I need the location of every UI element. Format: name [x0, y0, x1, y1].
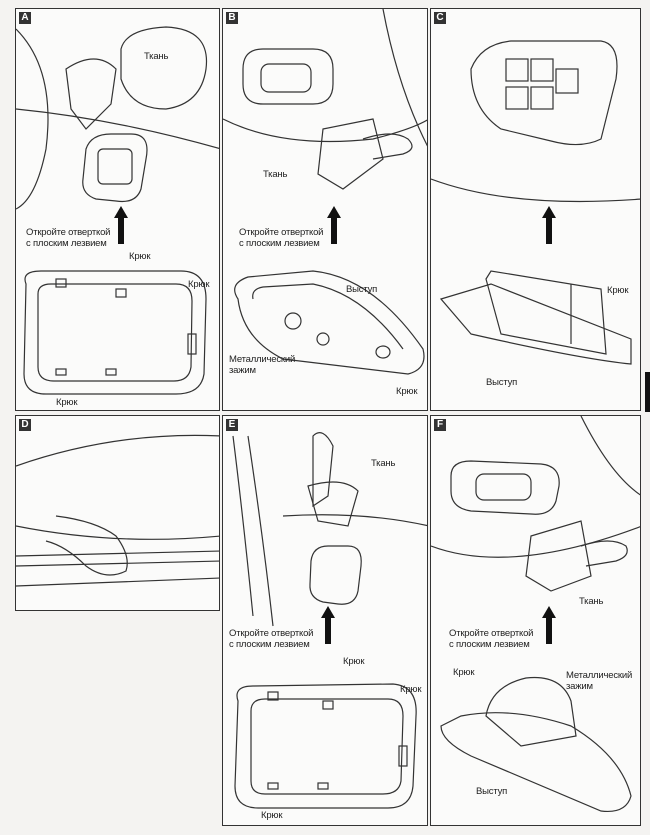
instruction-line-1: Откройте отверткой	[26, 227, 111, 238]
instruction-line-2: с плоским лезвием	[229, 639, 310, 650]
panel-e: E Ткань Откройте отверткой с плоским лез…	[222, 415, 428, 826]
panel-f: F Ткань Откройте отверткой с плоским лез…	[430, 415, 641, 826]
cloth-label: Ткань	[579, 596, 604, 607]
hook-label: Крюк	[188, 279, 210, 290]
cloth-label: Ткань	[144, 51, 169, 62]
cloth-label: Ткань	[263, 169, 288, 180]
protrusion-label: Выступ	[346, 284, 378, 295]
metal-clip-label-1: Металлический	[229, 354, 296, 365]
panel-d: D	[15, 415, 220, 611]
metal-clip-label-2: зажим	[566, 681, 593, 692]
instruction-line-2: с плоским лезвием	[239, 238, 320, 249]
instruction-line-2: с плоским лезвием	[449, 639, 530, 650]
page-edge-marker	[645, 372, 650, 412]
panel-letter: B	[226, 12, 238, 24]
illustration-pull-door-trim	[16, 434, 219, 587]
panel-a: A Ткань Откройте отверткой с плоским лез…	[15, 8, 220, 411]
hook-label: Крюк	[343, 656, 365, 667]
panel-letter: A	[19, 12, 31, 24]
panel-letter: F	[434, 419, 446, 431]
illustration-remove-armrest-panel	[431, 416, 640, 813]
illustration-remove-handle-bezel	[232, 432, 427, 809]
cloth-label: Ткань	[371, 458, 396, 469]
arrow-up-icon	[542, 606, 556, 644]
arrow-up-icon	[542, 206, 556, 244]
hook-label: Крюк	[129, 251, 151, 262]
illustration-remove-switch-panel	[431, 40, 640, 365]
arrow-up-icon	[327, 206, 341, 244]
illustration-remove-armrest-panel	[223, 9, 427, 375]
instruction-line-1: Откройте отверткой	[229, 628, 314, 639]
panel-letter: E	[226, 419, 238, 431]
arrow-up-icon	[321, 606, 335, 644]
hook-label: Крюк	[56, 397, 78, 408]
hook-label: Крюк	[261, 810, 283, 821]
instruction-line-1: Откройте отверткой	[449, 628, 534, 639]
hook-label: Крюк	[607, 285, 629, 296]
protrusion-label: Выступ	[476, 786, 508, 797]
panel-letter: C	[434, 12, 446, 24]
hook-label: Крюк	[396, 386, 418, 397]
panel-c: C Крюк Выступ	[430, 8, 641, 411]
instruction-line-2: с плоским лезвием	[26, 238, 107, 249]
metal-clip-label-2: зажим	[229, 365, 256, 376]
panel-letter: D	[19, 419, 31, 431]
arrow-up-icon	[114, 206, 128, 244]
panel-b: B Ткань Откройте отверткой с плоским лез…	[222, 8, 428, 411]
metal-clip-label-1: Металлический	[566, 670, 633, 681]
protrusion-label: Выступ	[486, 377, 518, 388]
hook-label: Крюк	[400, 684, 422, 695]
hook-label: Крюк	[453, 667, 475, 678]
instruction-line-1: Откройте отверткой	[239, 227, 324, 238]
illustration-remove-handle-bezel	[16, 26, 219, 395]
